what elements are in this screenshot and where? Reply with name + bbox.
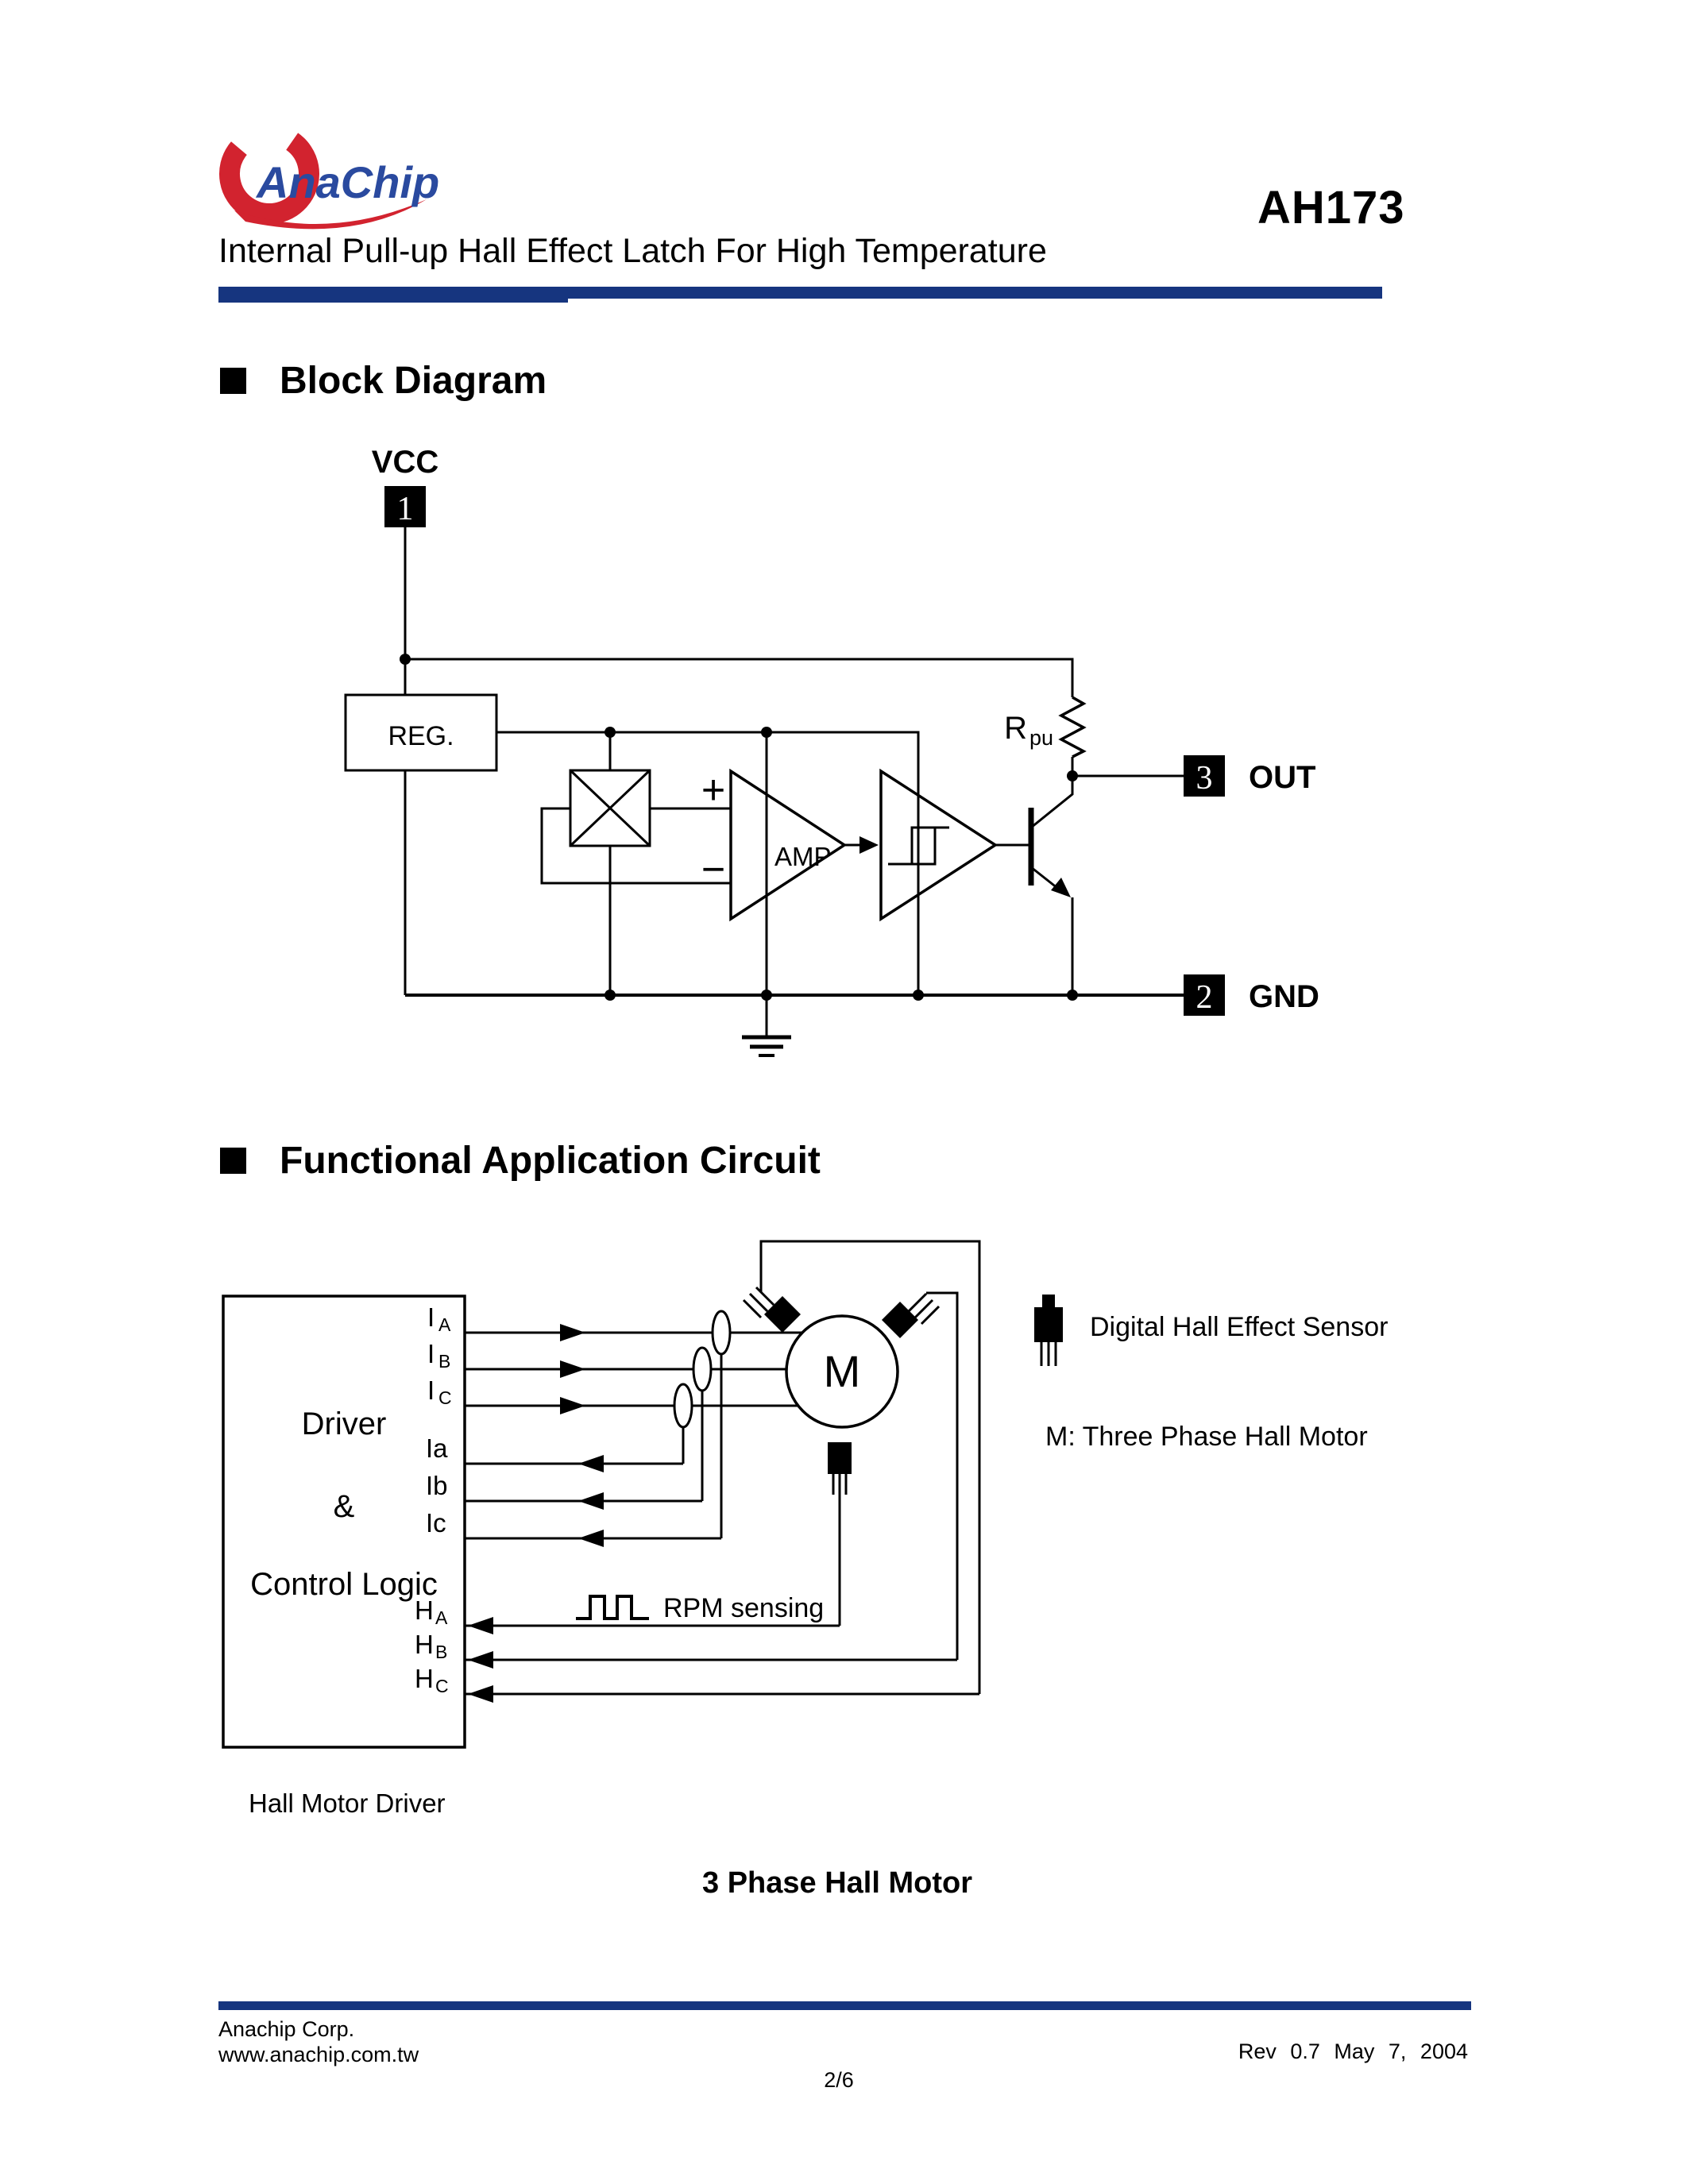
rpu-sub-label: pu bbox=[1029, 726, 1053, 750]
legend-motor-label: M: Three Phase Hall Motor bbox=[1045, 1422, 1368, 1452]
pin-label-ib-out-sub: B bbox=[438, 1351, 450, 1372]
motor bbox=[785, 1314, 899, 1429]
amplifier-label: AMP bbox=[774, 842, 832, 871]
hysteresis-icon bbox=[888, 826, 949, 866]
amp-plus: + bbox=[701, 767, 725, 813]
block-diagram-figure: R pu REG. + − AMP bbox=[344, 445, 1319, 1057]
pin-label-ha: H bbox=[415, 1596, 434, 1625]
gnd-label: GND bbox=[1249, 979, 1319, 1014]
vcc-label: VCC bbox=[372, 445, 438, 480]
amp-minus: − bbox=[701, 847, 725, 893]
section-functional-application-circuit: Functional Application Circuit bbox=[220, 1139, 821, 1183]
anachip-logo: AnaChip bbox=[219, 124, 439, 230]
hall-sensor-b-icon bbox=[882, 1292, 941, 1338]
footer-page-number: 2/6 bbox=[824, 2068, 854, 2092]
emitter-arrow bbox=[1051, 878, 1071, 897]
pin-label-hb-sub: B bbox=[435, 1642, 447, 1662]
legend-sensor-icon bbox=[1034, 1295, 1063, 1366]
pin-label-ia-out: I bbox=[427, 1302, 435, 1332]
square-bullet-icon bbox=[220, 368, 246, 394]
pin-label-ib-ret: Ib bbox=[426, 1471, 448, 1500]
pin-label-ib-out: I bbox=[427, 1339, 435, 1368]
footer-website: www.anachip.com.tw bbox=[218, 2043, 419, 2066]
driver-box-line3: Control Logic bbox=[250, 1567, 438, 1602]
junction-dots bbox=[400, 654, 1078, 1001]
figure-caption: 3 Phase Hall Motor bbox=[702, 1866, 972, 1900]
header-rule-thin bbox=[218, 299, 568, 303]
logo-crescent bbox=[219, 124, 319, 224]
regulator-label: REG. bbox=[388, 721, 454, 751]
section-block-diagram: Block Diagram bbox=[220, 359, 547, 403]
logo-text: AnaChip bbox=[255, 157, 439, 207]
app-wires bbox=[465, 1240, 981, 1696]
logo-swoosh bbox=[234, 199, 427, 230]
part-number: AH173 bbox=[1257, 182, 1405, 233]
schmitt-trigger bbox=[879, 768, 999, 922]
legend-sensor-label: Digital Hall Effect Sensor bbox=[1090, 1312, 1388, 1342]
pin1-pad bbox=[384, 486, 426, 527]
pin-label-ha-sub: A bbox=[435, 1607, 448, 1628]
pin-label-ia-ret: Ia bbox=[426, 1433, 448, 1463]
flow-arrows bbox=[468, 1324, 604, 1703]
pin-label-ia-out-sub: A bbox=[438, 1314, 451, 1335]
rpm-label: RPM sensing bbox=[663, 1593, 824, 1623]
pin-label-hc: H bbox=[415, 1664, 434, 1693]
rpm-waveform-icon bbox=[576, 1595, 649, 1620]
footer-rule bbox=[218, 2001, 1471, 2010]
motor-coils bbox=[673, 1310, 732, 1429]
pin2-number: 2 bbox=[1196, 979, 1213, 1016]
pin-label-ic-out-sub: C bbox=[438, 1387, 452, 1408]
regulator-box bbox=[344, 693, 498, 772]
amplifier bbox=[729, 768, 848, 922]
hall-sensor-c-icon bbox=[828, 1442, 852, 1495]
driver-box bbox=[222, 1295, 466, 1749]
driver-box-line2: & bbox=[334, 1489, 355, 1524]
header-rule bbox=[218, 287, 1382, 299]
driver-pin-labels: I A I B I C Ia Ib Ic H A H B H C bbox=[415, 1302, 452, 1696]
section-title: Functional Application Circuit bbox=[280, 1140, 821, 1182]
pin-label-ic-out: I bbox=[427, 1376, 435, 1405]
pin3-pad bbox=[1184, 755, 1225, 797]
driver-box-line1: Driver bbox=[302, 1406, 387, 1441]
hall-sensor-a-icon bbox=[742, 1286, 801, 1333]
pin1-number: 1 bbox=[397, 491, 414, 527]
pin-label-hc-sub: C bbox=[435, 1676, 449, 1696]
pullup-resistor bbox=[1058, 696, 1087, 758]
ground-symbol bbox=[742, 995, 791, 1057]
page-subtitle: Internal Pull-up Hall Effect Latch For H… bbox=[218, 232, 1047, 270]
rpu-label: R bbox=[1004, 711, 1027, 746]
section-title: Block Diagram bbox=[280, 360, 547, 402]
pin-label-ic-ret: Ic bbox=[426, 1508, 446, 1538]
driver-caption: Hall Motor Driver bbox=[249, 1788, 446, 1818]
application-circuit-figure: Driver & Control Logic I A I B I C Ia Ib… bbox=[222, 1240, 1388, 1749]
footer-revision: Rev 0.7 May 7, 2004 bbox=[1238, 2039, 1468, 2063]
footer-company: Anachip Corp. bbox=[218, 2017, 355, 2041]
motor-label: M bbox=[824, 1346, 861, 1396]
hall-element bbox=[569, 769, 651, 847]
output-transistor bbox=[1028, 808, 1071, 897]
pin2-pad bbox=[1184, 974, 1225, 1016]
pin-label-hb: H bbox=[415, 1630, 434, 1659]
out-label: OUT bbox=[1249, 760, 1315, 795]
square-bullet-icon bbox=[220, 1148, 246, 1174]
pin3-number: 3 bbox=[1196, 760, 1213, 797]
signal-arrow bbox=[859, 836, 879, 854]
block-wires bbox=[404, 527, 1184, 997]
